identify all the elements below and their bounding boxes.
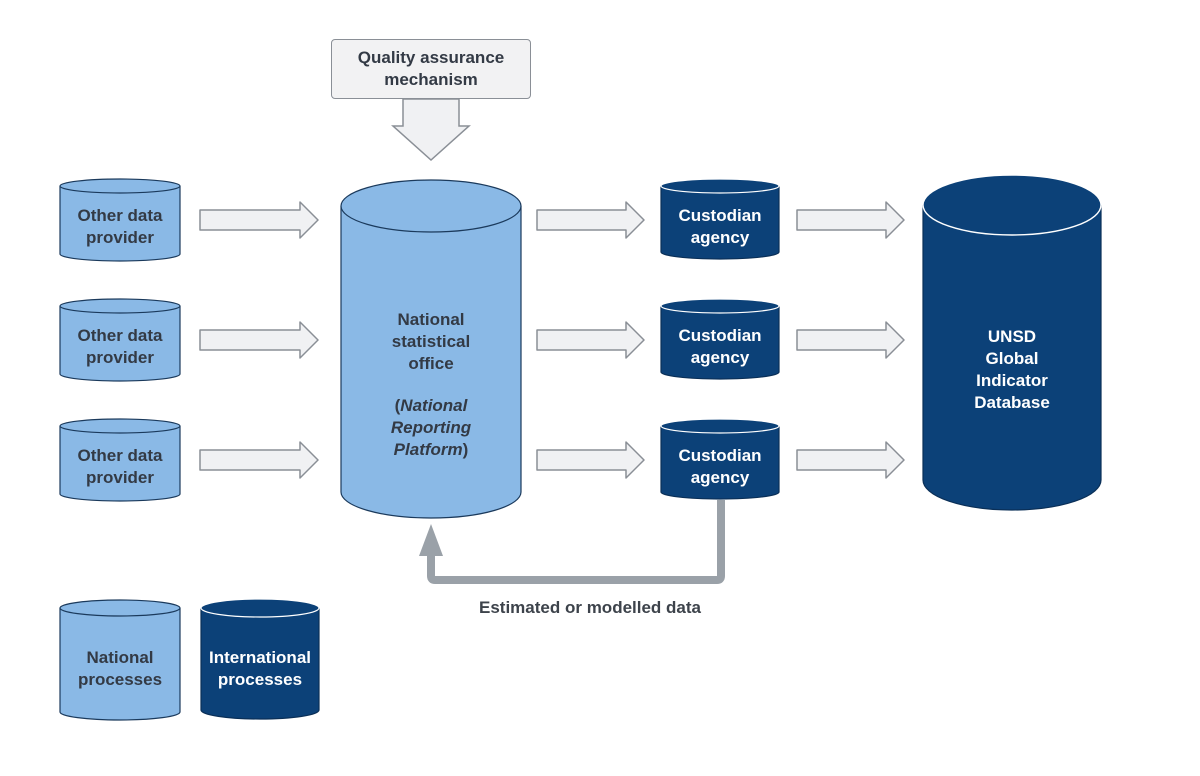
legend-national-cylinder — [59, 599, 181, 721]
unsd-line-1: UNSD — [987, 327, 1037, 346]
nso-paren-close: ) — [462, 440, 469, 459]
arrow-custodian-to-unsd-1 — [796, 201, 905, 239]
unsd-line-2: Global — [985, 349, 1039, 368]
custodian-cylinder-2 — [660, 298, 780, 380]
legend-international-line-2: processes — [217, 670, 303, 689]
nso-label: National statistical office (National Re… — [341, 305, 521, 465]
unsd-line-3: Indicator — [976, 371, 1048, 390]
legend-international-line-1: International — [208, 648, 311, 667]
custodian-cylinder-1 — [660, 178, 780, 260]
nso-line-3: office — [408, 354, 454, 373]
provider-label-2: Other data provider — [60, 320, 180, 374]
custodian-2-line-1: Custodian — [678, 326, 762, 345]
provider-cylinder-3 — [59, 418, 181, 502]
custodian-label-2: Custodian agency — [661, 320, 779, 374]
provider-3-line-2: provider — [85, 468, 155, 487]
custodian-3-line-2: agency — [690, 468, 750, 487]
provider-1-line-2: provider — [85, 228, 155, 247]
custodian-1-line-2: agency — [690, 228, 750, 247]
arrow-provider-to-nso-3 — [199, 441, 319, 479]
arrow-provider-to-nso-1 — [199, 201, 319, 239]
arrow-custodian-to-unsd-3 — [796, 441, 905, 479]
custodian-3-line-1: Custodian — [678, 446, 762, 465]
unsd-line-4: Database — [974, 393, 1050, 412]
provider-label-3: Other data provider — [60, 440, 180, 494]
legend-international-label: International processes — [201, 642, 319, 696]
provider-3-line-1: Other data — [77, 446, 163, 465]
qa-label-line-1: Quality assurance — [357, 48, 505, 67]
feedback-arrow-head — [419, 524, 443, 556]
provider-2-line-2: provider — [85, 348, 155, 367]
custodian-cylinder-3 — [660, 418, 780, 500]
nso-ital-line-1: National — [400, 396, 468, 415]
arrow-nso-to-custodian-3 — [536, 441, 645, 479]
unsd-cylinder — [922, 174, 1102, 511]
qa-label-line-2: mechanism — [384, 70, 478, 89]
arrow-provider-to-nso-2 — [199, 321, 319, 359]
legend-national-line-2: processes — [77, 670, 163, 689]
provider-cylinder-1 — [59, 178, 181, 262]
arrow-nso-to-custodian-1 — [536, 201, 645, 239]
qa-down-arrow — [391, 98, 471, 162]
unsd-label: UNSD Global Indicator Database — [923, 320, 1101, 420]
nso-cylinder — [340, 179, 522, 519]
custodian-2-line-2: agency — [690, 348, 750, 367]
nso-line-1: National — [397, 310, 465, 329]
quality-assurance-box: Quality assurance mechanism — [331, 39, 531, 99]
legend-international-cylinder — [200, 598, 320, 720]
custodian-1-line-1: Custodian — [678, 206, 762, 225]
legend-national-label: National processes — [60, 642, 180, 696]
provider-1-line-1: Other data — [77, 206, 163, 225]
nso-ital-line-2: Reporting — [390, 418, 472, 437]
feedback-arrow-line — [427, 500, 725, 584]
provider-label-1: Other data provider — [60, 200, 180, 254]
custodian-label-1: Custodian agency — [661, 200, 779, 254]
legend-national-line-1: National — [86, 648, 154, 667]
nso-paren-open: ( — [394, 396, 401, 415]
arrow-nso-to-custodian-2 — [536, 321, 645, 359]
arrow-custodian-to-unsd-2 — [796, 321, 905, 359]
custodian-label-3: Custodian agency — [661, 440, 779, 494]
provider-cylinder-2 — [59, 298, 181, 382]
nso-ital-line-3: Platform — [393, 440, 463, 459]
provider-2-line-1: Other data — [77, 326, 163, 345]
nso-line-2: statistical — [391, 332, 471, 351]
estimated-data-label: Estimated or modelled data — [479, 598, 701, 617]
